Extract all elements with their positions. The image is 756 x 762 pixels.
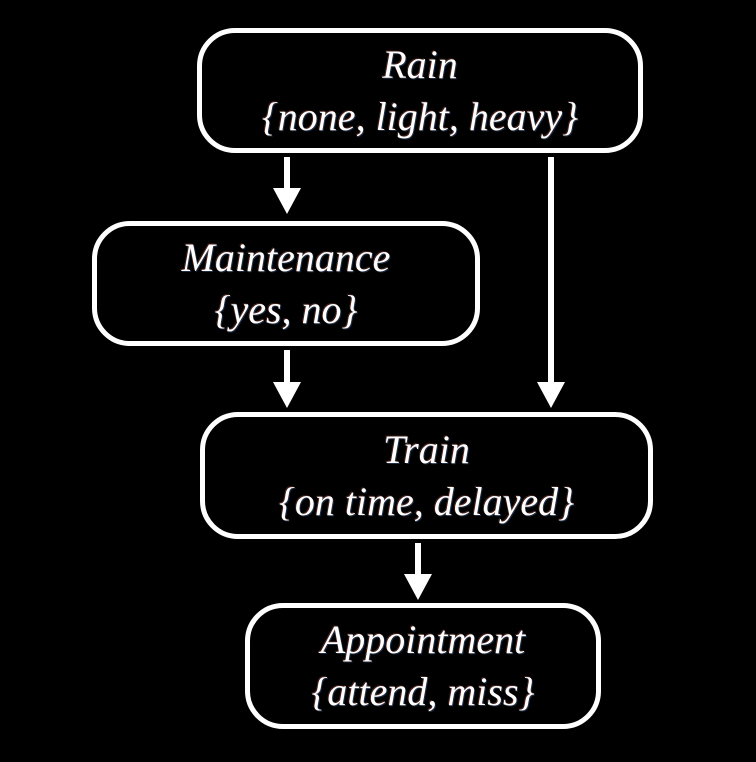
edge-rain-train bbox=[537, 157, 565, 408]
node-maintenance-values: {yes, no} bbox=[214, 286, 358, 332]
edge-rain-maintenance bbox=[273, 157, 301, 214]
node-train-values: {on time, delayed} bbox=[278, 478, 575, 524]
node-rain-values: {none, light, heavy} bbox=[261, 93, 579, 139]
node-appointment-values: {attend, miss} bbox=[311, 669, 535, 714]
node-maintenance: Maintenance {yes, no} bbox=[92, 221, 480, 346]
node-maintenance-label: Maintenance bbox=[181, 234, 391, 280]
edge-train-appointment bbox=[404, 543, 432, 600]
node-appointment: Appointment {attend, miss} bbox=[245, 603, 601, 729]
node-appointment-label: Appointment bbox=[320, 617, 526, 662]
node-rain: Rain {none, light, heavy} bbox=[197, 28, 643, 153]
node-train-label: Train bbox=[383, 426, 470, 472]
node-rain-label: Rain bbox=[382, 41, 458, 87]
edge-maintenance-train bbox=[273, 350, 301, 408]
node-train: Train {on time, delayed} bbox=[200, 412, 653, 539]
